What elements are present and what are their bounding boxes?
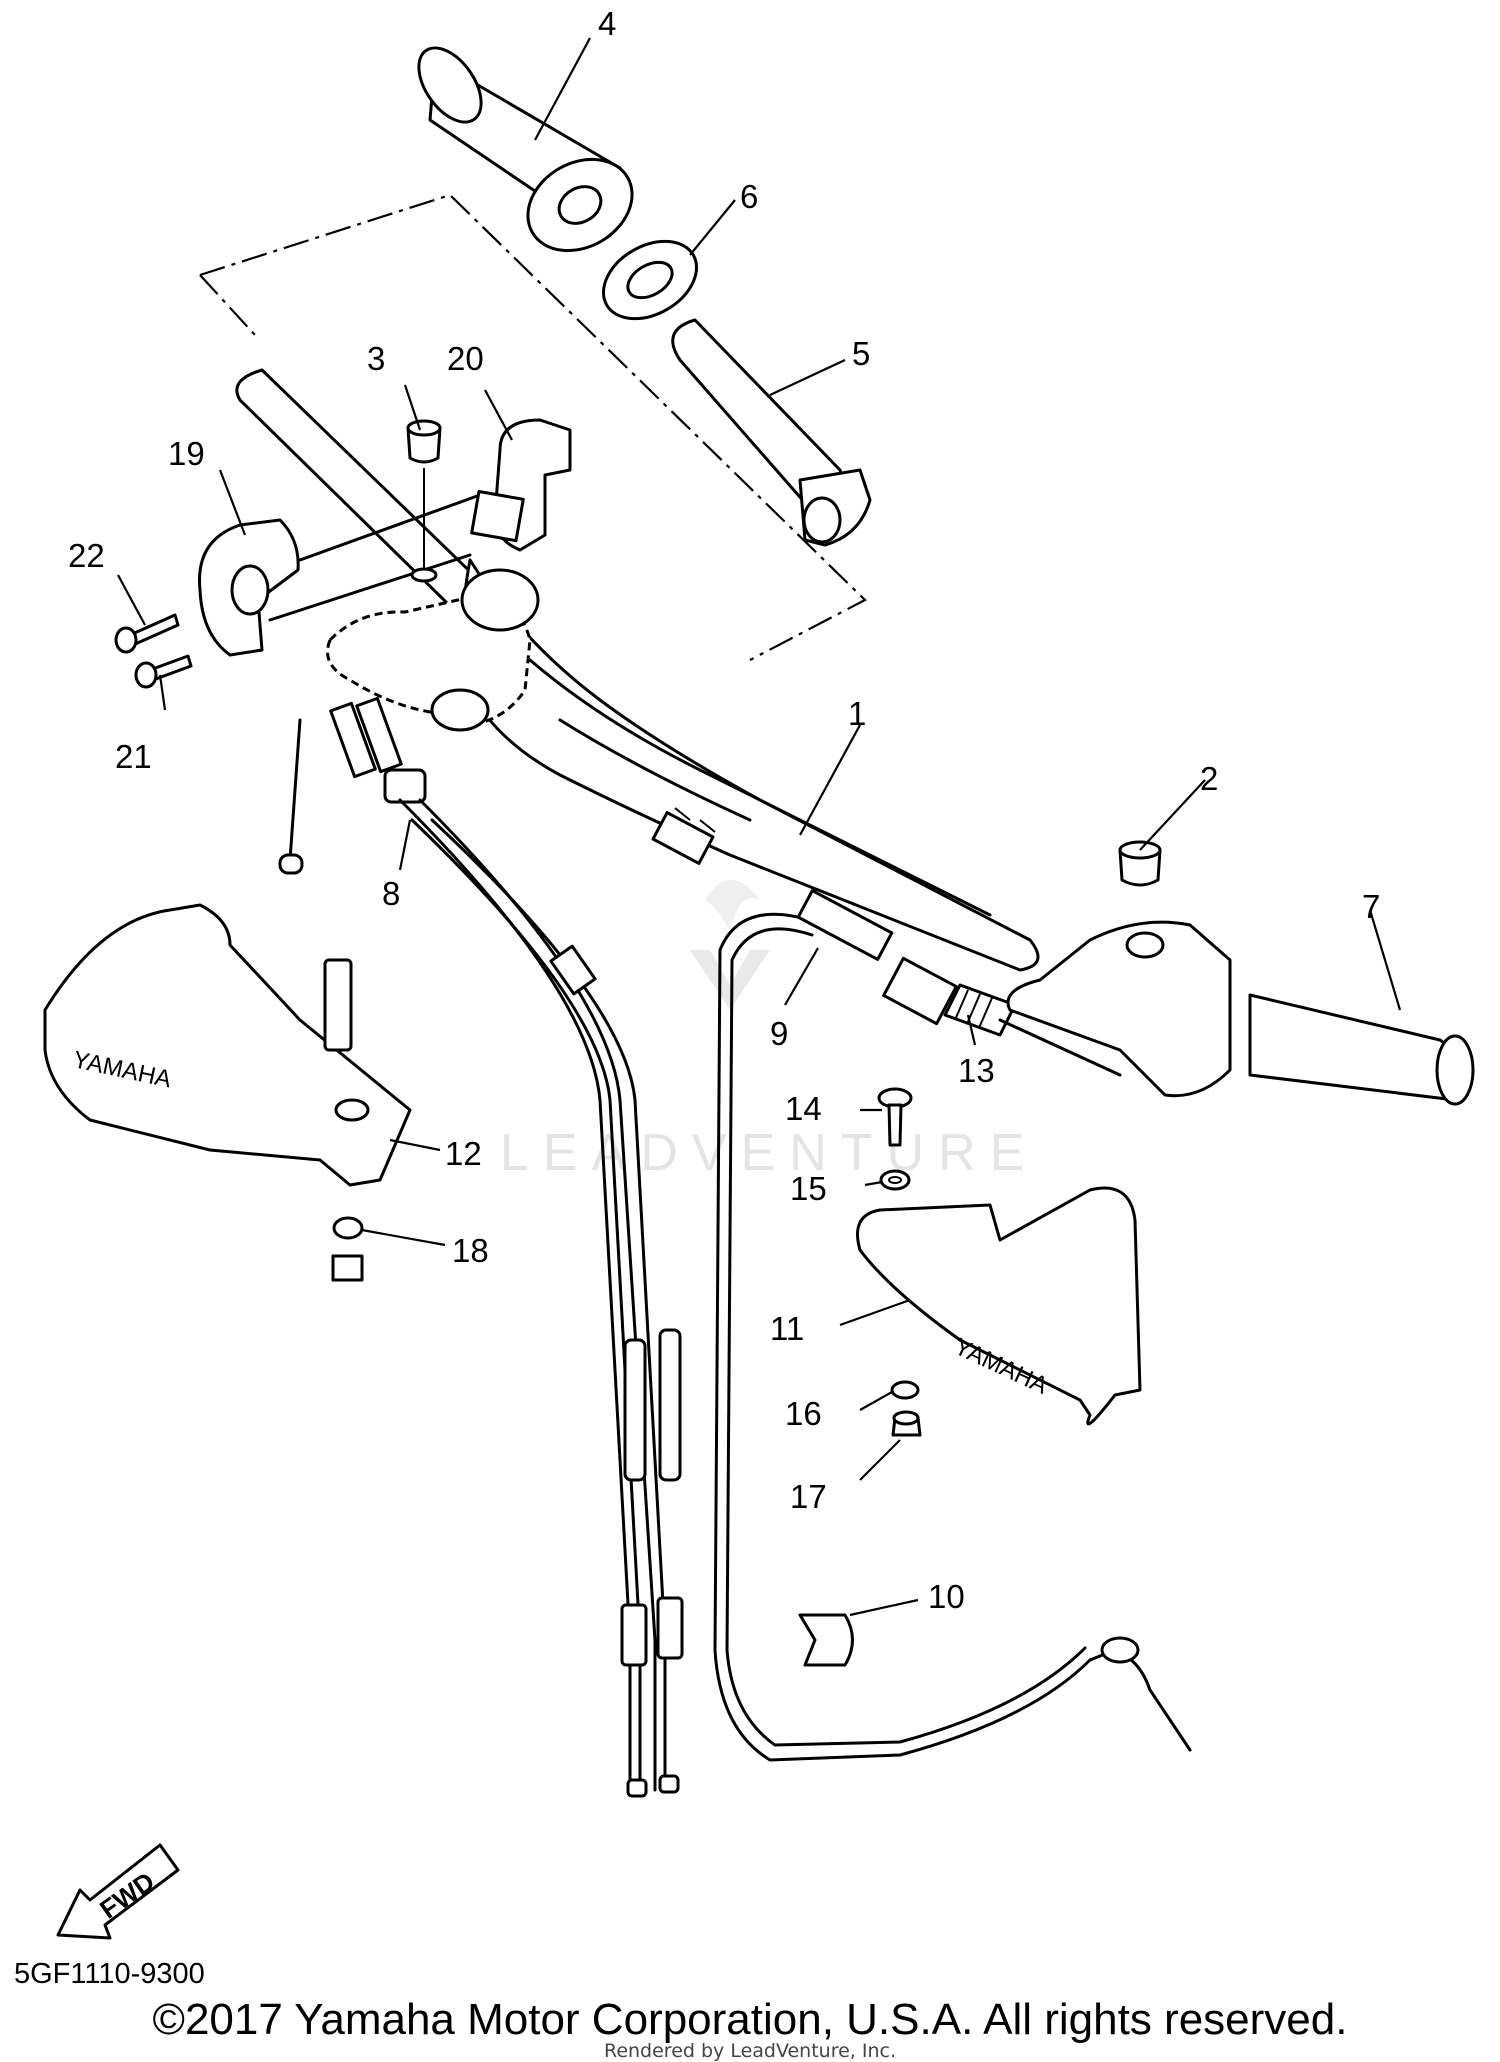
callout-15: 15 (790, 1170, 827, 1207)
cable-clamp-10 (798, 1613, 854, 1667)
callout-16: 16 (785, 1395, 822, 1432)
rendered-by-note: Rendered by LeadVenture, Inc. (603, 2040, 897, 2062)
callout-17: 17 (790, 1478, 827, 1515)
callouts: 4 6 5 3 20 19 22 21 1 2 7 8 9 13 14 15 1… (68, 5, 1380, 1615)
grip-7 (1248, 993, 1475, 1106)
bolt-12 (323, 958, 353, 1052)
callout-8: 8 (382, 875, 400, 912)
callout-12: 12 (445, 1135, 482, 1172)
watermark: LEADVENTURE (500, 880, 1038, 1182)
throttle-cables (278, 696, 684, 1798)
handguard-right: YAMAHA (856, 1186, 1142, 1426)
handguard-left: YAMAHA (43, 903, 412, 1187)
callout-11: 11 (770, 1310, 804, 1347)
washer-16 (890, 1380, 920, 1400)
right-lever-housing (1006, 920, 1232, 1098)
clamp-20 (470, 418, 572, 552)
nut-17 (891, 1410, 922, 1437)
left-clamp-housing (326, 568, 540, 732)
copyright-notice: ©2017 Yamaha Motor Corporation, U.S.A. A… (152, 1995, 1348, 2044)
exploded-view-outline (199, 193, 867, 661)
callout-1: 1 (848, 695, 866, 732)
throttle-sleeve-5 (671, 318, 872, 547)
clutch-cable (713, 889, 1192, 1762)
watermark-text: LEADVENTURE (500, 1124, 1038, 1182)
adjuster-13 (943, 983, 1122, 1077)
leader-lines (117, 37, 1402, 1617)
plug-3 (406, 419, 442, 583)
callout-4: 4 (598, 5, 616, 42)
callout-2: 2 (1200, 760, 1218, 797)
callout-18: 18 (452, 1232, 489, 1269)
callout-20: 20 (447, 340, 484, 377)
callout-7: 7 (1362, 888, 1380, 925)
handlebar (461, 558, 1040, 972)
callout-6: 6 (740, 178, 758, 215)
callout-3: 3 (367, 340, 385, 377)
washer-6 (601, 239, 699, 321)
callout-13: 13 (958, 1052, 995, 1089)
clamp-19 (198, 518, 300, 657)
callout-14: 14 (785, 1090, 822, 1127)
callout-22: 22 (68, 537, 105, 574)
washer-15 (879, 1169, 911, 1191)
screw-21 (134, 654, 193, 689)
nut-18 (331, 1216, 364, 1282)
callout-21: 21 (115, 738, 152, 775)
part-code: 5GF1110-9300 (14, 1958, 205, 1990)
fwd-arrow: FWD (56, 1843, 180, 1940)
callout-5: 5 (852, 335, 870, 372)
bolt-14 (877, 1087, 913, 1147)
screw-22 (114, 613, 180, 654)
grip-4 (417, 46, 634, 253)
callout-10: 10 (928, 1578, 965, 1615)
callout-19: 19 (168, 435, 205, 472)
callout-9: 9 (770, 1015, 788, 1052)
